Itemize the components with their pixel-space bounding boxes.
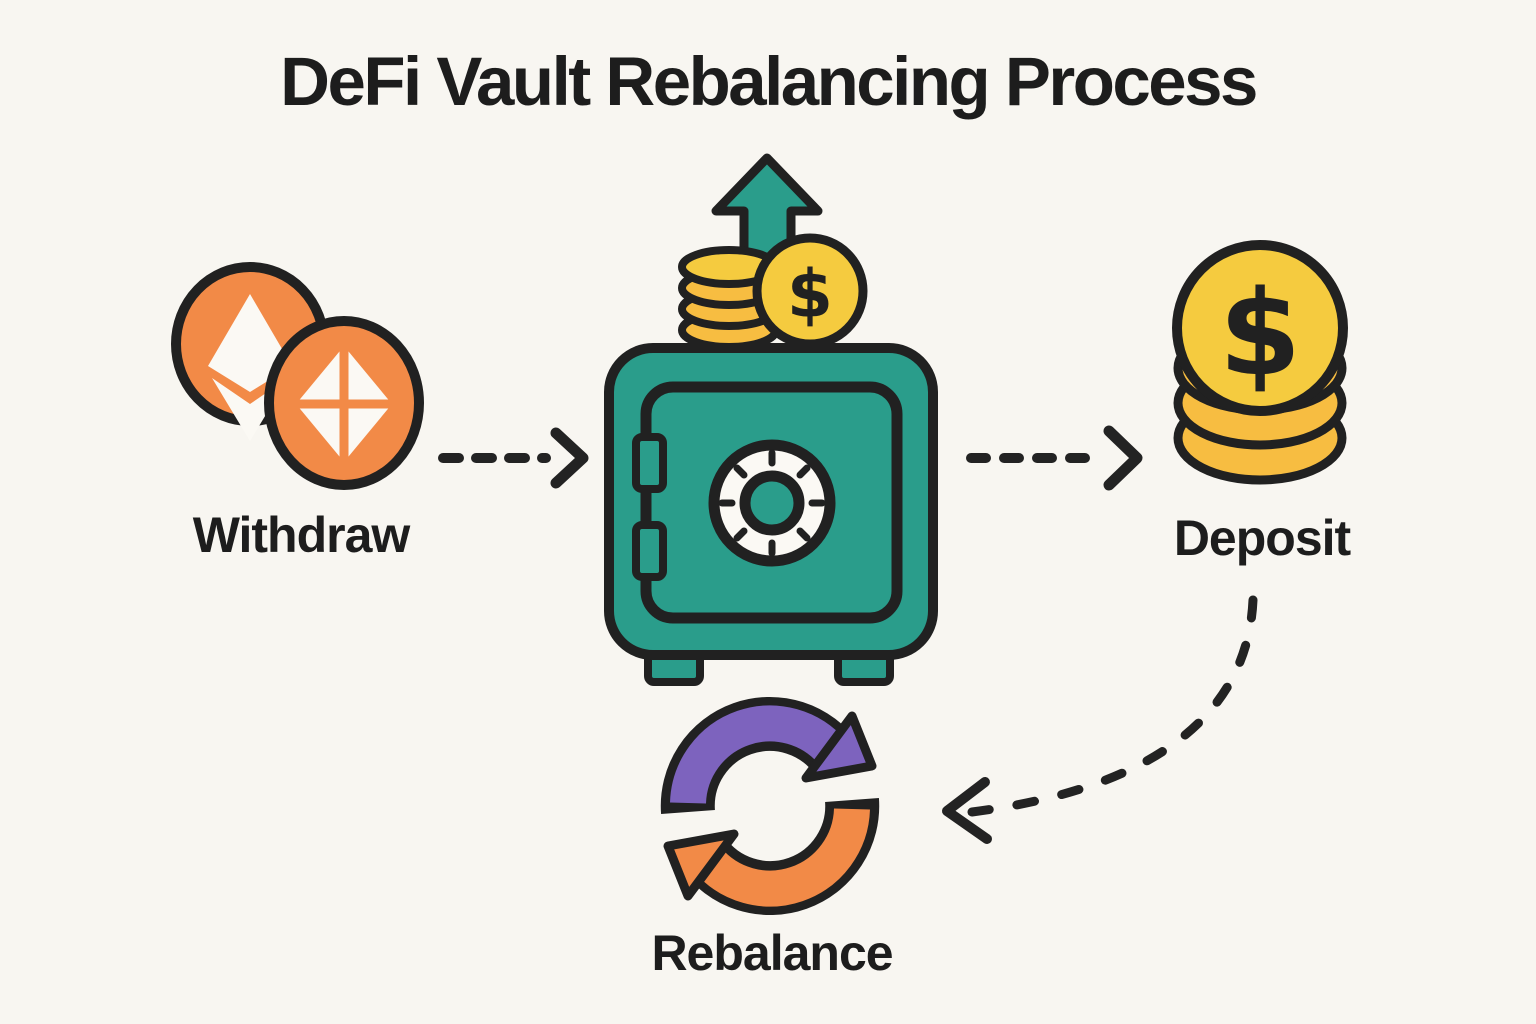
vault-dial-icon	[708, 439, 836, 567]
arrowhead	[942, 777, 992, 844]
dollar-symbol: $	[1219, 264, 1301, 402]
eth-coins-icon	[171, 262, 424, 490]
flow-arrow-withdraw-to-vault-icon	[438, 427, 589, 489]
dial-knob	[739, 470, 805, 536]
rebalance-label: Rebalance	[651, 925, 893, 981]
dial-ticks	[718, 449, 826, 557]
purple-cycle-arrow-icon	[660, 696, 877, 814]
orange-cycle-arrow-icon	[663, 798, 880, 916]
dashed-curve	[967, 595, 1258, 817]
vault-icon: $	[604, 153, 938, 686]
arrowhead	[1103, 425, 1143, 491]
page-title: DeFi Vault Rebalancing Process	[280, 43, 1258, 120]
dollar-symbol: $	[787, 256, 833, 333]
deposit-label: Deposit	[1173, 510, 1351, 566]
dollar-coin-stack-icon: $	[1172, 240, 1348, 485]
eth-logo-faceted	[290, 340, 398, 468]
dollar-coin-face	[1172, 240, 1348, 416]
withdraw-label: Withdraw	[192, 507, 411, 563]
coin-stack-small-icon	[678, 246, 780, 351]
vault-hinge-bottom	[632, 521, 667, 581]
flow-arrow-vault-to-deposit-icon	[966, 425, 1143, 491]
cycle-arrows-icon	[660, 696, 880, 916]
arrowhead	[550, 427, 589, 489]
vault-hinge-top	[632, 433, 667, 493]
vault-door	[640, 381, 903, 624]
dollar-coin-icon: $	[752, 233, 868, 349]
flow-arrow-deposit-to-rebalance-icon	[942, 595, 1258, 844]
